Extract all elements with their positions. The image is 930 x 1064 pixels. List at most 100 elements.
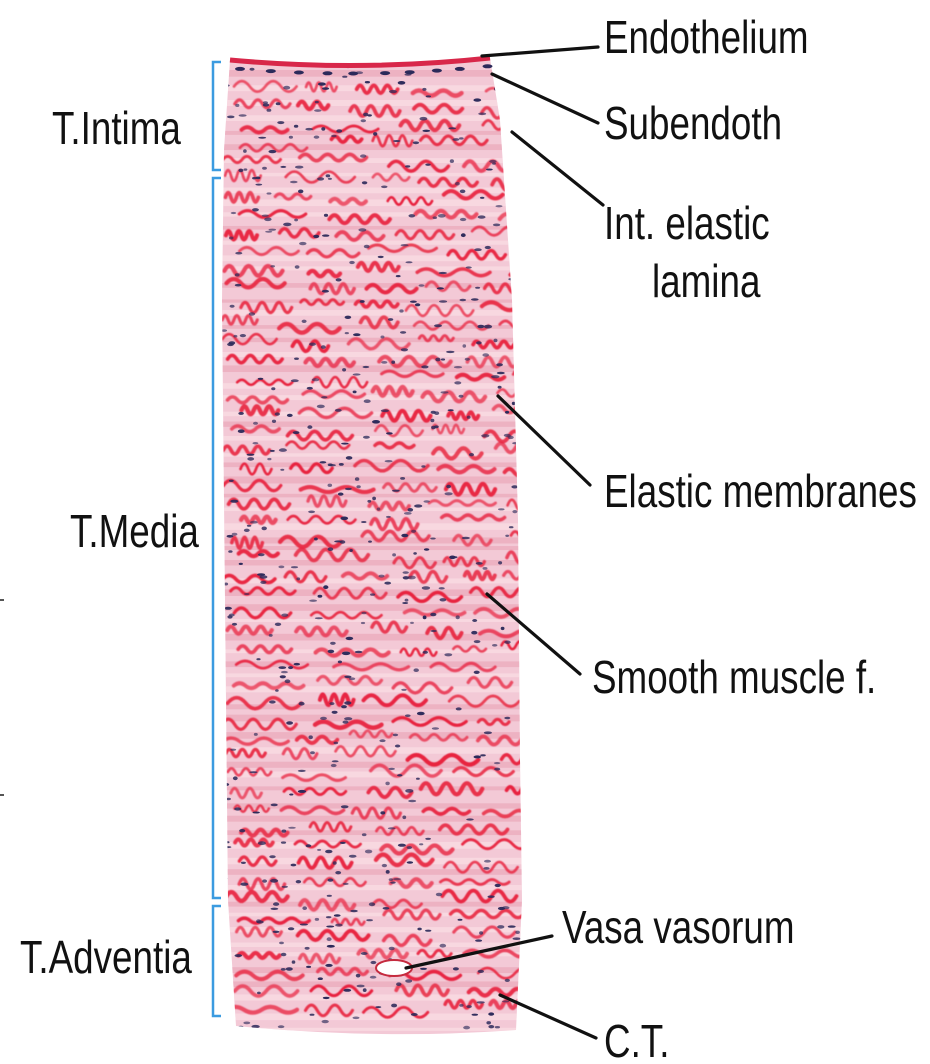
- cell-nucleus: [373, 132, 377, 136]
- cell-nucleus: [323, 997, 330, 999]
- cell-nucleus: [269, 855, 275, 858]
- cell-nucleus: [512, 510, 517, 513]
- cell-nucleus: [310, 1014, 315, 1016]
- cell-nucleus: [296, 880, 301, 883]
- endothelial-nucleus: [266, 69, 276, 73]
- cell-nucleus: [290, 181, 298, 184]
- endothelial-nucleus: [294, 71, 304, 75]
- cell-nucleus: [439, 587, 445, 589]
- cell-nucleus: [461, 233, 466, 237]
- cell-nucleus: [436, 893, 442, 896]
- cell-nucleus: [300, 924, 308, 926]
- cell-nucleus: [271, 387, 275, 390]
- cell-nucleus: [253, 442, 259, 444]
- cell-nucleus: [336, 278, 342, 281]
- cell-nucleus: [460, 299, 467, 302]
- cell-nucleus: [344, 717, 352, 720]
- cell-nucleus: [509, 526, 514, 528]
- tissue-streak: [220, 981, 530, 987]
- cell-nucleus: [335, 871, 341, 874]
- cell-nucleus: [277, 121, 284, 124]
- cell-nucleus: [262, 879, 267, 882]
- cell-nucleus: [244, 593, 250, 595]
- cell-nucleus: [253, 812, 260, 814]
- cell-nucleus: [465, 358, 470, 361]
- cell-nucleus: [383, 907, 390, 910]
- cell-nucleus: [505, 411, 509, 414]
- cell-nucleus: [293, 431, 300, 434]
- cell-nucleus: [270, 265, 275, 267]
- cell-nucleus: [399, 309, 403, 312]
- cell-nucleus: [365, 850, 372, 854]
- cell-nucleus: [229, 237, 234, 240]
- cell-nucleus: [474, 671, 480, 674]
- cell-nucleus: [240, 334, 246, 337]
- cell-nucleus: [460, 190, 466, 194]
- cell-nucleus: [420, 968, 427, 970]
- cell-nucleus: [326, 174, 331, 177]
- cell-nucleus: [283, 223, 291, 227]
- cell-nucleus: [230, 305, 235, 308]
- cell-nucleus: [345, 332, 349, 334]
- cell-nucleus: [326, 916, 332, 918]
- elastic-fiber: [512, 142, 567, 151]
- tissue-streak: [220, 1028, 530, 1031]
- cell-nucleus: [441, 391, 449, 393]
- cell-nucleus: [313, 235, 319, 238]
- endothelial-nucleus: [405, 70, 415, 74]
- cell-nucleus: [424, 500, 430, 503]
- cell-nucleus: [343, 989, 351, 992]
- cell-nucleus: [454, 381, 461, 384]
- tissue-streak: [220, 199, 530, 206]
- cell-nucleus: [453, 967, 459, 970]
- cell-nucleus: [398, 844, 406, 847]
- cell-nucleus: [424, 548, 429, 551]
- cell-nucleus: [226, 798, 231, 800]
- cell-nucleus: [381, 361, 387, 364]
- cell-nucleus: [407, 846, 412, 849]
- cell-nucleus: [224, 955, 230, 959]
- cell-nucleus: [327, 937, 332, 941]
- cell-nucleus: [253, 422, 258, 425]
- cell-nucleus: [467, 416, 471, 419]
- cell-nucleus: [446, 351, 454, 353]
- cell-nucleus: [305, 128, 312, 131]
- leader-endothelium: [482, 47, 598, 56]
- cell-nucleus: [353, 1017, 360, 1020]
- cell-nucleus: [234, 807, 241, 810]
- cell-nucleus: [322, 1020, 329, 1023]
- cell-nucleus: [405, 261, 412, 263]
- cell-nucleus: [238, 412, 244, 415]
- cell-nucleus: [281, 614, 288, 617]
- leader-subendoth: [492, 74, 598, 123]
- cell-nucleus: [279, 942, 284, 945]
- cell-nucleus: [472, 619, 477, 622]
- cell-nucleus: [252, 1025, 260, 1028]
- cell-nucleus: [341, 705, 347, 708]
- cell-nucleus: [229, 480, 234, 482]
- cell-nucleus: [349, 549, 353, 552]
- cell-nucleus: [305, 947, 310, 950]
- cell-nucleus: [423, 616, 427, 620]
- cell-nucleus: [361, 612, 366, 614]
- cell-nucleus: [413, 552, 417, 555]
- cell-nucleus: [504, 717, 510, 720]
- cell-nucleus: [317, 849, 321, 851]
- cell-nucleus: [221, 878, 227, 881]
- cell-nucleus: [255, 177, 260, 180]
- cell-nucleus: [486, 169, 493, 171]
- cell-nucleus: [302, 906, 307, 910]
- cell-nucleus: [482, 353, 489, 357]
- cell-nucleus: [405, 165, 410, 167]
- cell-nucleus: [258, 137, 266, 139]
- cell-nucleus: [477, 1001, 485, 1003]
- cell-nucleus: [385, 782, 389, 786]
- elastic-fiber: [306, 359, 354, 366]
- cell-nucleus: [231, 212, 237, 214]
- cell-nucleus: [426, 95, 431, 97]
- cell-nucleus: [480, 197, 484, 199]
- cell-nucleus: [361, 119, 366, 122]
- cell-nucleus: [257, 573, 265, 576]
- cell-nucleus: [344, 676, 351, 679]
- cell-nucleus: [492, 644, 497, 647]
